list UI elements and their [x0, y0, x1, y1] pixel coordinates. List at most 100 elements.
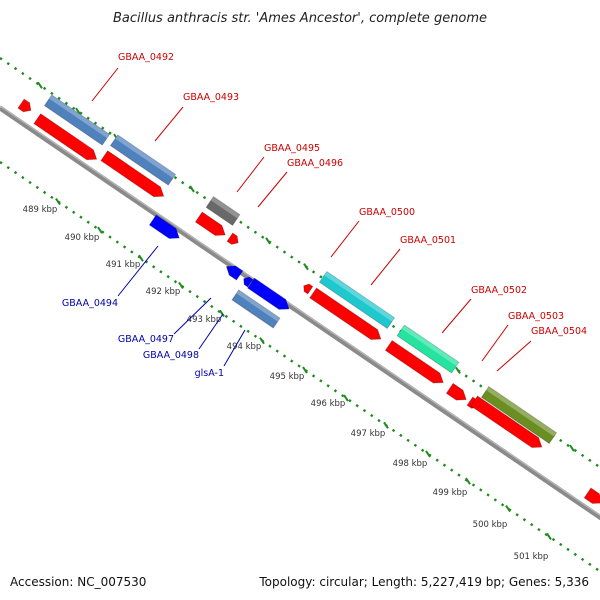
cds-glsa-1-body [247, 277, 290, 310]
gene-gbaa-0493-shine [115, 134, 176, 179]
inner-tick [465, 477, 471, 485]
outer-tick [265, 237, 271, 245]
cds-gbaa-0493 [100, 150, 165, 198]
inner-tick [219, 309, 225, 317]
gene-gbaa-0492 [43, 94, 111, 146]
gene-gbaa-0502-body [396, 324, 460, 374]
gene-leader-line [198, 313, 224, 350]
inner-tick [55, 198, 61, 206]
gene-gbaa-0493-body [109, 134, 177, 186]
cds-small-left [303, 283, 314, 295]
outer-tick [37, 81, 43, 89]
gene-leader-line [330, 220, 360, 258]
gene-gbaa-0495-body [205, 196, 241, 226]
cds-small-left-body [303, 283, 314, 295]
inner-tick [343, 394, 349, 402]
tick-label: 494 kbp [227, 342, 262, 352]
gene-label-glsa-1: glsA-1 [195, 368, 224, 379]
outer-tick [75, 107, 81, 115]
inner-tick [259, 337, 265, 345]
cds-gbaa-0496 [226, 232, 239, 245]
inner-tick [302, 366, 308, 374]
tick-label: 491 kbp [106, 260, 141, 270]
accession-text: Accession: NC_007530 [10, 575, 146, 589]
gene-gbaa-0502 [396, 324, 460, 374]
outer-tick [303, 263, 309, 271]
gene-gbaa-0492-body [43, 94, 111, 146]
gene-leader-line [370, 248, 401, 286]
gene-label-gbaa_0504: GBAA_0504 [531, 326, 587, 337]
gene-label-gbaa_0496: GBAA_0496 [287, 158, 343, 169]
cds-gbaa-0498-body [243, 276, 254, 288]
gene-label-gbaa_0502: GBAA_0502 [471, 285, 527, 296]
gene-leader-line [481, 324, 509, 362]
cds-gbaa-0495-body [194, 211, 226, 236]
cds-gbaa-0497 [225, 265, 244, 281]
gene-label-gbaa_0497: GBAA_0497 [118, 334, 174, 345]
gene-gbaa-0500 [318, 270, 396, 330]
genome-backbone [0, 105, 600, 521]
genome-summary-text: Topology: circular; Length: 5,227,419 bp… [258, 575, 589, 589]
gene-label-gbaa_0501: GBAA_0501 [400, 235, 456, 246]
cds-gbaa-0504 [470, 395, 543, 448]
gene-gbaa-0493 [109, 134, 177, 186]
cds-gbaa-0503 [445, 382, 467, 401]
gene-gbaa-0502-shine [401, 325, 459, 366]
cds-gbaa-0494-body [148, 214, 180, 239]
tick-label: 495 kbp [270, 372, 305, 382]
inner-tick [138, 254, 144, 262]
gene-leader-line [441, 298, 472, 334]
cds-glsa-1 [247, 277, 290, 310]
cds-left-fragment-body [17, 98, 32, 113]
inner-ring-dots [0, 161, 600, 573]
inner-tick [425, 450, 431, 458]
gene-label-gbaa_0503: GBAA_0503 [508, 311, 564, 322]
map-title: Bacillus anthracis str. 'Ames Ancestor',… [113, 11, 487, 26]
cds-gbaa-0494 [148, 214, 180, 239]
inner-tick [505, 504, 511, 513]
outer-tick [455, 366, 461, 374]
tick-label: 496 kbp [311, 399, 346, 409]
gene-gbaa-0492-shine [49, 94, 110, 139]
inner-tick [546, 532, 552, 541]
gene-glsa-1 [231, 289, 281, 329]
gene-label-gbaa_0498: GBAA_0498 [143, 350, 199, 361]
gene-gbaa-0504-body [480, 385, 558, 445]
gene-label-gbaa_0493: GBAA_0493 [183, 92, 239, 103]
cds-left-fragment [17, 98, 32, 113]
inner-tick [383, 421, 389, 429]
cds-gbaa-0502 [384, 339, 444, 384]
cds-gbaa-0498 [243, 276, 254, 288]
gene-gbaa-0495-shine [210, 196, 240, 219]
gene-labels-layer: GBAA_0492GBAA_0493GBAA_0495GBAA_0496GBAA… [62, 52, 587, 379]
cds-gbaa-0492-body [33, 113, 98, 161]
tick-label: 499 kbp [433, 488, 468, 498]
outer-tick [569, 444, 575, 452]
gene-glsa-1-shine [236, 289, 281, 322]
outer-tick [189, 185, 195, 193]
gene-gbaa-0500-body [318, 270, 396, 330]
tick-label: 489 kbp [23, 205, 58, 215]
cds-right-fragment [583, 487, 600, 504]
features-layer [17, 94, 600, 504]
gene-leader-line [496, 340, 532, 372]
inner-dotted-ring [0, 161, 600, 573]
tick-label: 492 kbp [146, 287, 181, 297]
inner-tick [178, 281, 184, 290]
tick-label: 493 kbp [187, 315, 222, 325]
gene-label-gbaa_0495: GBAA_0495 [264, 143, 320, 154]
gene-leader-line [154, 106, 184, 142]
gene-gbaa-0500-shine [324, 271, 395, 322]
gene-leader-line [257, 171, 288, 208]
gene-leader-line [223, 329, 246, 367]
cds-gbaa-0503-body [445, 382, 467, 401]
cds-right-fragment-body [583, 487, 600, 504]
gene-leader-line [236, 156, 265, 193]
inner-tick [97, 226, 103, 234]
gene-label-gbaa_0492: GBAA_0492 [118, 52, 174, 63]
gene-leader-line [117, 245, 159, 297]
cds-gbaa-0497-body [225, 265, 244, 281]
gene-gbaa-0495 [205, 196, 241, 226]
tick-label: 490 kbp [65, 233, 100, 243]
